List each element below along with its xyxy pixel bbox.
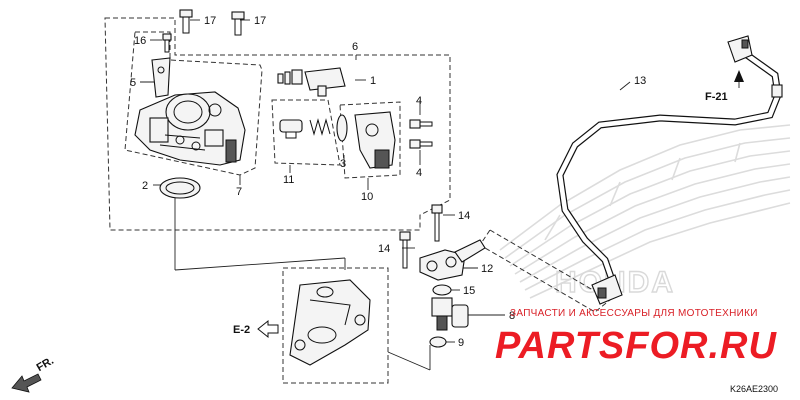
screw-4-upper (409, 119, 433, 129)
valve-1 (277, 67, 346, 97)
callout-13: 13 (634, 75, 646, 87)
callout-7: 7 (236, 186, 242, 198)
oring-15 (432, 284, 452, 296)
bolt-14-lower (399, 231, 411, 269)
arrow-left-icon (257, 319, 279, 339)
intake-manifold (289, 279, 371, 366)
watermark-logo: PARTSFOR.RU (495, 325, 777, 367)
arrow-up-icon (734, 70, 744, 82)
oring-3 (336, 114, 348, 142)
callout-9: 9 (458, 337, 464, 349)
svg-text:F-21: F-21 (705, 91, 728, 103)
screw-4-lower (409, 139, 433, 149)
callout-4-upper: 4 (416, 95, 422, 107)
throttle-body (134, 91, 246, 166)
watermark-tagline: ЗАПЧАСТИ И АКСЕССУАРЫ ДЛЯ МОТОТЕХНИКИ (510, 308, 758, 319)
bolt-17-left (179, 9, 193, 34)
partsfor-watermark: ЗАПЧАСТИ И АКСЕССУАРЫ ДЛЯ МОТОТЕХНИКИ PA… (495, 308, 777, 367)
svg-text:FR.: FR. (35, 355, 56, 374)
fuel-hose-13 (556, 35, 783, 305)
leader-lines (140, 19, 631, 371)
callout-2: 2 (142, 180, 148, 192)
callout-17-left: 17 (204, 15, 216, 27)
callout-14-lower: 14 (378, 243, 390, 255)
diagram-code: K26AE2300 (730, 384, 778, 394)
callouts: 17 17 16 6 5 1 4 3 4 11 2 7 10 14 14 12 … (130, 15, 646, 349)
gasket-2 (159, 177, 201, 199)
reference-f21: F-21 (705, 70, 744, 103)
fuel-joint-12 (419, 239, 486, 281)
injector-8 (431, 297, 469, 331)
honda-wing-watermark: HONDA (499, 124, 791, 300)
callout-15: 15 (463, 285, 475, 297)
callout-14-upper: 14 (458, 210, 470, 222)
callout-5: 5 (130, 77, 136, 89)
callout-17-right: 17 (254, 15, 266, 27)
spring (309, 118, 331, 136)
svg-text:E-2: E-2 (233, 324, 250, 336)
reference-e2: E-2 (233, 319, 279, 339)
bolt-17-right (231, 11, 245, 36)
assembly-outlines (104, 17, 611, 384)
iacv-10 (354, 111, 396, 169)
seal-9 (429, 336, 447, 348)
callout-6: 6 (352, 41, 358, 53)
callout-4-lower: 4 (416, 167, 422, 179)
bracket-5 (151, 57, 171, 98)
callout-16: 16 (134, 35, 146, 47)
callout-1: 1 (370, 75, 376, 87)
bolt-14-upper (431, 204, 443, 242)
front-direction: FR. (11, 355, 56, 393)
callout-10: 10 (361, 191, 373, 203)
callout-11: 11 (283, 174, 294, 186)
callout-12: 12 (481, 263, 493, 275)
callout-3: 3 (340, 158, 346, 170)
plunger-11 (279, 119, 303, 139)
callout-8: 8 (509, 310, 515, 322)
front-arrow-icon (11, 373, 42, 393)
screw-16 (162, 33, 172, 53)
